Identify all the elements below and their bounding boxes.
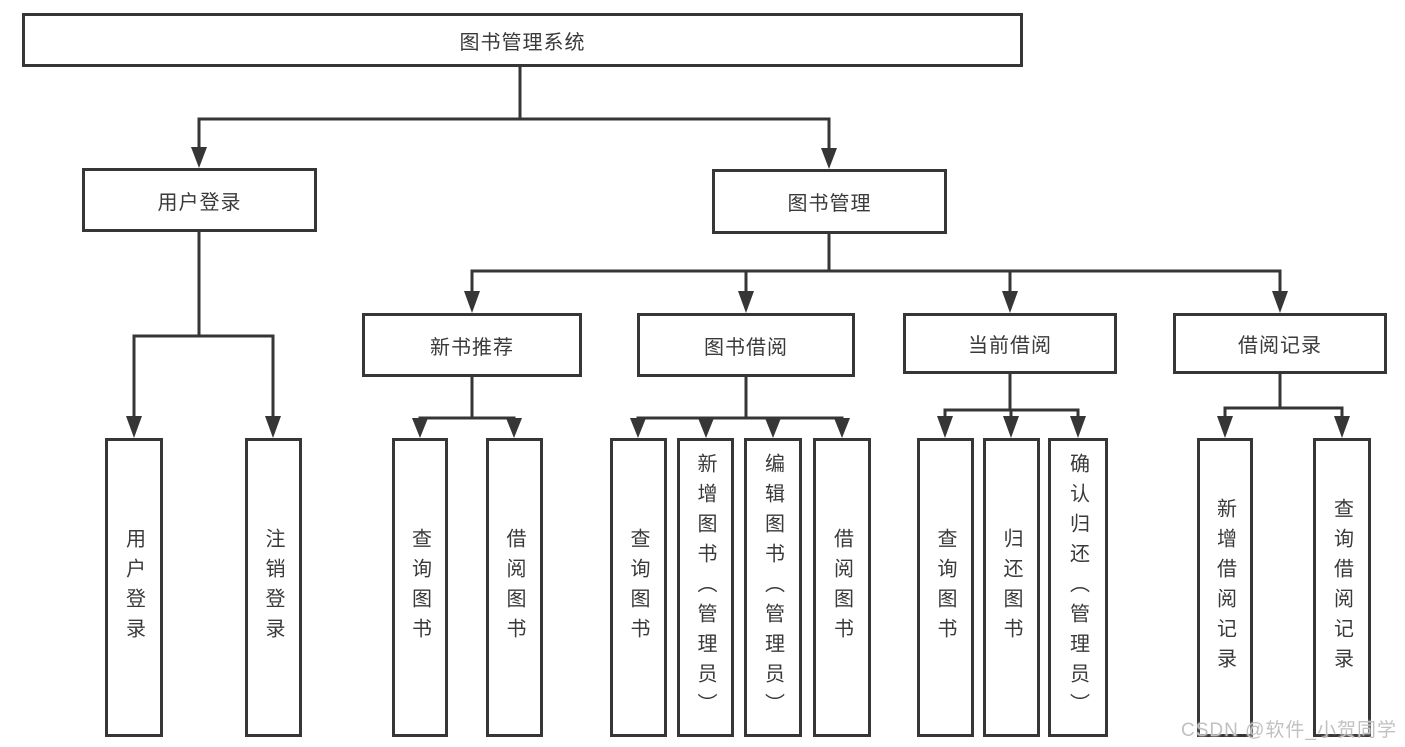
leaf-borrowing-query-books: 查询图书 (610, 438, 667, 737)
leaf-user-login-label: 用户登录 (122, 527, 145, 648)
leaf-borrowing-borrow-books: 借阅图书 (813, 438, 871, 737)
leaf-confirm-return-admin-label: 确认归还（管理员） (1066, 452, 1089, 723)
leaf-add-borrow-record: 新增借阅记录 (1197, 438, 1253, 737)
leaf-logout-label: 注销登录 (262, 527, 284, 648)
leaf-add-books-admin-label: 新增图书（管理员） (694, 452, 716, 723)
csdn-watermark: CSDN @软件_小贺同学 (1181, 720, 1397, 741)
node-user-login-label: 用户登录 (157, 191, 242, 214)
node-current-borrowing: 当前借阅 (903, 313, 1117, 374)
node-book-management: 图书管理 (712, 169, 947, 234)
leaf-add-books-admin: 新增图书（管理员） (677, 438, 734, 737)
node-root: 图书管理系统 (22, 13, 1023, 67)
leaf-recommend-query-books-label: 查询图书 (408, 527, 431, 648)
leaf-recommend-borrow-books-label: 借阅图书 (503, 527, 525, 648)
leaf-recommend-query-books: 查询图书 (392, 438, 448, 737)
leaf-query-borrow-record-label: 查询借阅记录 (1330, 497, 1353, 678)
node-borrow-records-label: 借阅记录 (1238, 335, 1322, 357)
leaf-current-query-books: 查询图书 (917, 438, 974, 737)
leaf-return-books: 归还图书 (983, 438, 1040, 737)
leaf-user-login: 用户登录 (105, 438, 163, 737)
leaf-edit-books-admin-label: 编辑图书（管理员） (761, 452, 784, 723)
node-new-book-recommend-label: 新书推荐 (430, 336, 514, 359)
node-book-borrowing: 图书借阅 (637, 313, 855, 377)
node-new-book-recommend: 新书推荐 (362, 313, 582, 377)
leaf-borrowing-query-books-label: 查询图书 (627, 527, 649, 648)
leaf-recommend-borrow-books: 借阅图书 (486, 438, 543, 737)
node-borrow-records: 借阅记录 (1173, 313, 1387, 374)
leaf-query-borrow-record: 查询借阅记录 (1313, 438, 1371, 737)
node-current-borrowing-label: 当前借阅 (968, 335, 1052, 357)
leaf-logout: 注销登录 (245, 438, 302, 737)
node-book-management-label: 图书管理 (787, 193, 872, 215)
leaf-confirm-return-admin: 确认归还（管理员） (1048, 438, 1108, 737)
leaf-borrowing-borrow-books-label: 借阅图书 (830, 527, 853, 648)
node-root-label: 图书管理系统 (459, 31, 586, 54)
leaf-current-query-books-label: 查询图书 (934, 527, 956, 648)
node-book-borrowing-label: 图书借阅 (704, 336, 788, 359)
leaf-add-borrow-record-label: 新增借阅记录 (1213, 497, 1236, 678)
node-user-login: 用户登录 (82, 168, 317, 232)
leaf-edit-books-admin: 编辑图书（管理员） (744, 438, 802, 737)
leaf-return-books-label: 归还图书 (1000, 527, 1022, 648)
